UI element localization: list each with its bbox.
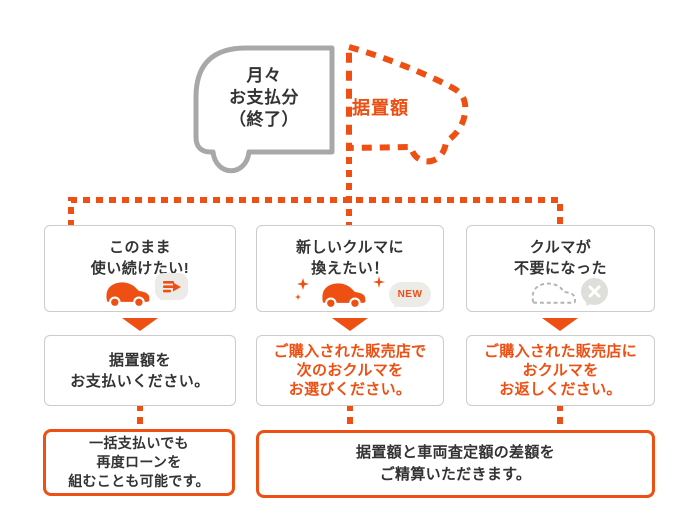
option-keep-using-box: このまま 使い続けたい! — [44, 225, 236, 312]
car-filled-sparkle-icon — [322, 283, 366, 310]
cross-icon — [588, 285, 601, 298]
action-return-car-box: ご購入された販売店に おクルマを お返しください。 — [466, 335, 655, 406]
car-rear-half-outline — [193, 45, 335, 174]
car-filled-icon — [106, 282, 150, 309]
option-new-car-box: 新しいクルマに 換えたい！ NEW — [256, 225, 444, 312]
monthly-payment-label: 月々 お支払分 （終了） — [229, 66, 299, 129]
option-no-need-icons — [467, 276, 654, 310]
action-choose-next-car-box: ご購入された販売店で 次のおクルマを お選びください。 — [256, 335, 444, 406]
payment-bubble — [155, 273, 188, 300]
down-arrow-icon — [122, 318, 158, 331]
note-settlement-box: 据置額と車両査定額の差額を ご精算いただきます。 — [256, 430, 655, 498]
deferred-amount-label: 据置額 — [352, 98, 409, 118]
dispose-bubble — [581, 278, 608, 305]
action-pay-deferred-box: 据置額を お支払いください。 — [44, 335, 236, 406]
option-no-need-title: クルマが 不要になった — [513, 239, 607, 277]
car-dashed-outline-icon — [531, 282, 576, 304]
new-badge: NEW — [397, 289, 423, 300]
sparkle-icon — [373, 276, 385, 288]
option-new-car-icons: NEW — [257, 276, 443, 310]
down-arrow-icon — [542, 318, 578, 331]
new-badge-bubble: NEW — [389, 282, 431, 307]
note-loan-option-box: 一括支払いでも 再度ローンを 組むことも可能です。 — [43, 429, 235, 496]
option-no-need-box: クルマが 不要になった — [466, 225, 655, 312]
option-keep-using-icons — [45, 273, 235, 310]
car-front-half-dashed — [346, 43, 469, 165]
banknote-arrow-icon — [162, 280, 181, 292]
down-arrow-icon — [332, 318, 368, 331]
option-keep-using-title: このまま 使い続けたい! — [90, 239, 190, 277]
option-new-car-title: 新しいクルマに 換えたい！ — [295, 239, 405, 277]
connector-bracket — [68, 197, 563, 227]
sparkle-icon — [295, 278, 309, 300]
